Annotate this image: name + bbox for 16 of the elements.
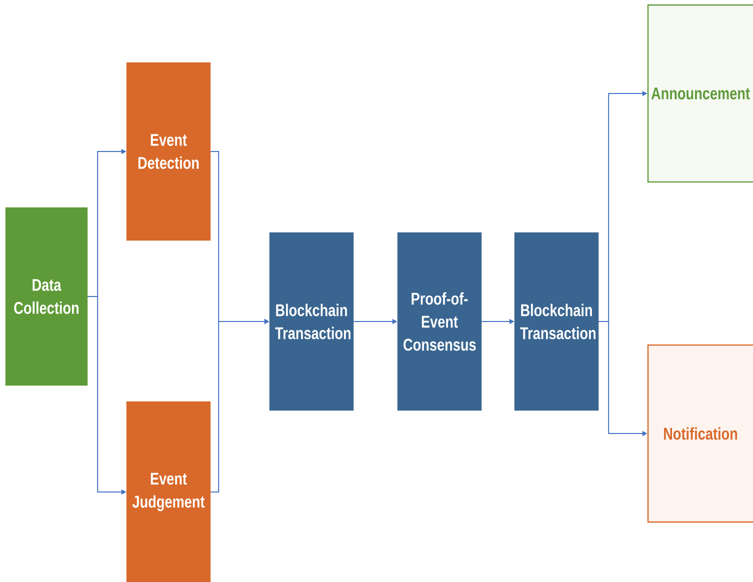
process-box xyxy=(126,62,211,241)
output-box xyxy=(647,4,753,183)
process-box xyxy=(126,401,211,582)
node-label: Blockchain Transaction xyxy=(275,304,350,340)
node-label: Announcement xyxy=(651,88,750,100)
process-box xyxy=(397,232,482,411)
process-box xyxy=(5,207,88,386)
process-box xyxy=(269,232,354,411)
node-label: Notification xyxy=(664,427,738,440)
node-label: Proof-of- Event Consensus xyxy=(404,292,476,351)
output-box xyxy=(647,344,753,523)
node-label: Event Judgement xyxy=(132,472,205,512)
node-label: Event Detection xyxy=(138,134,199,169)
node-label: Data Collection xyxy=(14,279,79,314)
node-label: Blockchain Transaction xyxy=(520,304,596,340)
process-box xyxy=(514,232,599,411)
